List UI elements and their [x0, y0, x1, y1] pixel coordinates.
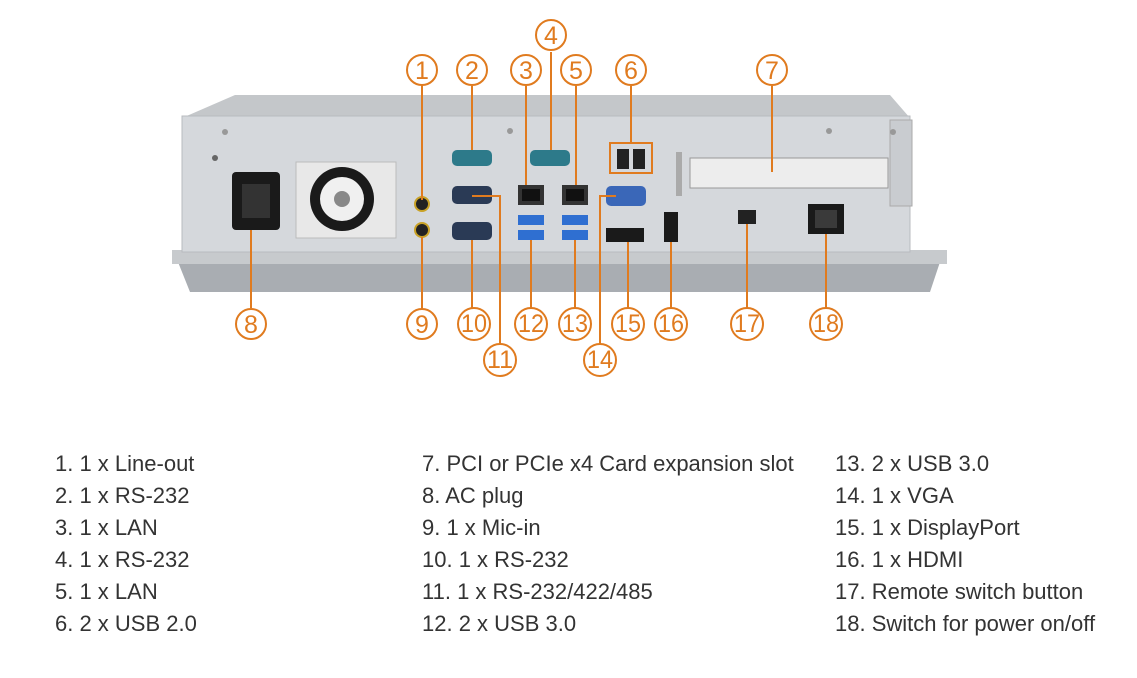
legend-item-17: 17. Remote switch button [835, 579, 1084, 604]
svg-text:12: 12 [518, 310, 544, 338]
svg-text:13: 13 [562, 310, 588, 338]
svg-text:3: 3 [519, 57, 533, 85]
front-bezel [178, 262, 940, 292]
svg-text:14: 14 [587, 346, 613, 374]
legend-item-10: 10. 1 x RS-232 [422, 547, 569, 572]
screw [826, 128, 832, 134]
callout-16: 16 [654, 307, 688, 341]
usb3-port [562, 230, 588, 240]
leader-line [472, 195, 501, 345]
vga-port [606, 186, 646, 206]
callout-5: 5 [560, 54, 592, 86]
legend-item-8: 8. AC plug [422, 483, 524, 508]
svg-text:5: 5 [569, 57, 583, 85]
ac-plug-socket [242, 184, 270, 218]
rs232-port-2 [452, 150, 492, 166]
rs232-port-10 [452, 222, 492, 240]
legend-item-12: 12. 2 x USB 3.0 [422, 611, 577, 636]
usb3-port [518, 230, 544, 240]
svg-text:15: 15 [615, 310, 641, 338]
side-bracket [889, 119, 913, 207]
legend-item-9: 9. 1 x Mic-in [422, 515, 541, 540]
callout-6: 6 [615, 54, 647, 86]
svg-text:10: 10 [461, 310, 487, 338]
usb2-port [617, 149, 629, 169]
legend-item-13: 13. 2 x USB 3.0 [835, 451, 990, 476]
rs232-port-4 [530, 150, 570, 166]
lan-port-5-socket [566, 189, 584, 201]
callouts: 1 2 3 4 5 6 7 8 9 10 11 12 13 14 15 16 1… [235, 19, 843, 377]
chassis [172, 95, 947, 292]
usb2-port [633, 149, 645, 169]
lan-port-3-socket [522, 189, 540, 201]
callout-14: 14 [583, 343, 617, 377]
leader-line [599, 195, 616, 345]
screw [507, 128, 513, 134]
rear-panel-diagram: 1 2 3 4 5 6 7 8 9 10 11 12 13 14 15 16 1… [172, 19, 947, 377]
callout-2: 2 [456, 54, 488, 86]
chassis-top [182, 95, 910, 118]
expansion-slot [689, 157, 889, 189]
callout-10: 10 [457, 307, 491, 341]
ports [232, 142, 889, 242]
callout-17: 17 [730, 307, 764, 341]
legend-item-11: 11. 1 x RS-232/422/485 [422, 579, 653, 604]
callout-4: 4 [535, 19, 567, 51]
callout-1: 1 [406, 54, 438, 86]
legend-column-2: 7. PCI or PCIe x4 Card expansion slot 8.… [422, 448, 794, 640]
callout-9: 9 [406, 308, 438, 340]
svg-text:8: 8 [244, 311, 258, 339]
svg-text:2: 2 [465, 57, 479, 85]
legend-item-1: 1. 1 x Line-out [55, 451, 195, 476]
usb3-port [518, 215, 544, 225]
callout-7: 7 [756, 54, 788, 86]
legend-item-2: 2. 1 x RS-232 [55, 483, 190, 508]
svg-text:18: 18 [813, 310, 839, 338]
screw [222, 129, 228, 135]
legend-item-16: 16. 1 x HDMI [835, 547, 964, 572]
callout-12: 12 [514, 307, 548, 341]
hdmi-port [664, 212, 678, 242]
svg-text:16: 16 [658, 310, 684, 338]
svg-text:4: 4 [544, 22, 558, 50]
svg-text:6: 6 [624, 57, 638, 85]
svg-text:9: 9 [415, 311, 429, 339]
legend-item-15: 15. 1 x DisplayPort [835, 515, 1020, 540]
usb3-port [562, 215, 588, 225]
legend-item-6: 6. 2 x USB 2.0 [55, 611, 197, 636]
callout-11: 11 [483, 343, 517, 377]
vent-grille [676, 152, 682, 196]
callout-8: 8 [235, 308, 267, 340]
legend-item-7: 7. PCI or PCIe x4 Card expansion slot [422, 451, 794, 476]
legend-column-1: 1. 1 x Line-out 2. 1 x RS-232 3. 1 x LAN… [55, 448, 197, 640]
svg-text:17: 17 [734, 310, 760, 338]
svg-text:1: 1 [415, 57, 429, 85]
callout-13: 13 [558, 307, 592, 341]
callout-18: 18 [809, 307, 843, 341]
legend-item-14: 14. 1 x VGA [835, 483, 954, 508]
legend-item-18: 18. Switch for power on/off [835, 611, 1096, 636]
callout-3: 3 [510, 54, 542, 86]
fan-center [334, 191, 350, 207]
svg-text:7: 7 [765, 57, 779, 85]
callout-15: 15 [611, 307, 645, 341]
legend-column-3: 13. 2 x USB 3.0 14. 1 x VGA 15. 1 x Disp… [835, 448, 1095, 640]
leader-lines [250, 52, 827, 345]
legend-item-4: 4. 1 x RS-232 [55, 547, 190, 572]
bezel-lip [172, 250, 947, 264]
screw [212, 155, 218, 161]
legend-item-3: 3. 1 x LAN [55, 515, 158, 540]
svg-text:11: 11 [487, 346, 513, 374]
power-switch-rocker [815, 210, 837, 228]
legend-item-5: 5. 1 x LAN [55, 579, 158, 604]
remote-switch-connector [738, 210, 756, 224]
screw [890, 129, 896, 135]
displayport-port [606, 228, 644, 242]
mic-in-jack [414, 222, 430, 238]
